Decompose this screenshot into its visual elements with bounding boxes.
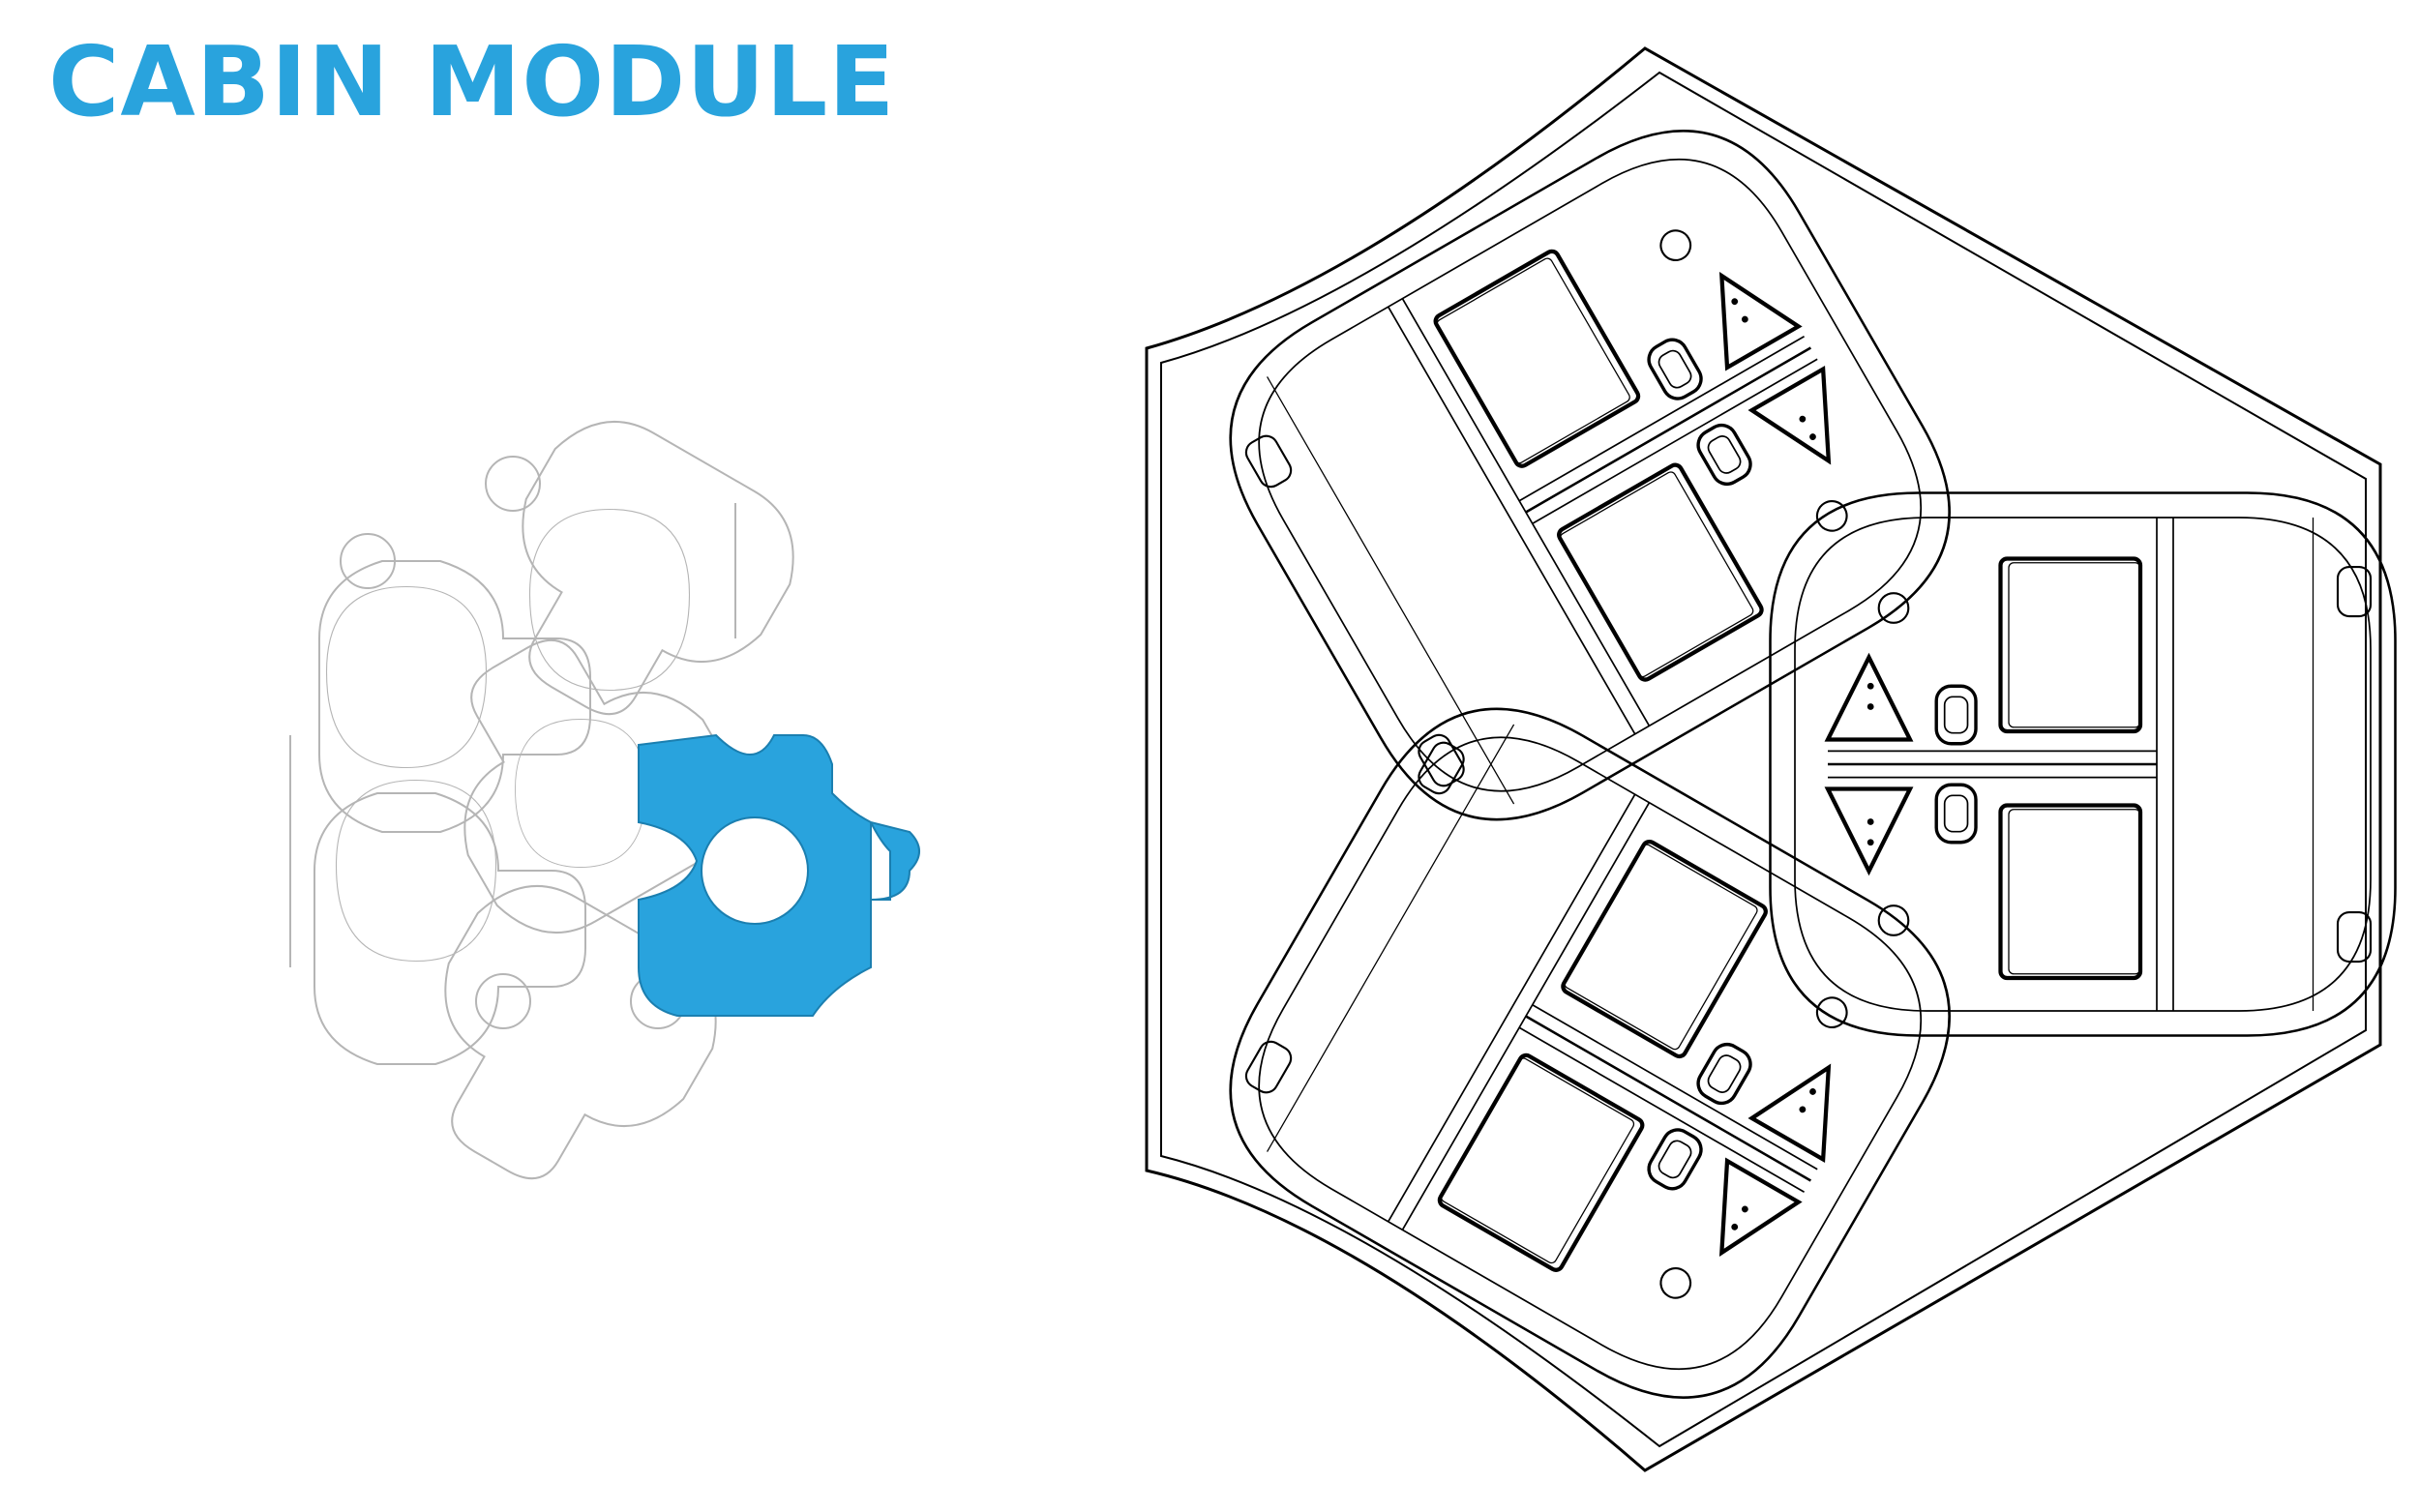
key-plan-ghost-ring xyxy=(325,585,488,769)
cabin-plan-inner-wall xyxy=(1160,71,2367,1448)
key-plan-ghost-module xyxy=(314,792,586,1065)
key-plan xyxy=(289,393,920,1230)
cabin-wing-top xyxy=(1183,84,1996,867)
key-plan-highlight-hole xyxy=(701,816,809,925)
key-plan-ghost-node xyxy=(485,456,541,512)
key-plan-ghost-ring xyxy=(528,508,691,692)
key-plan-ghost-node xyxy=(475,973,531,1029)
page-title: CABIN MODULE xyxy=(48,25,896,138)
key-plan-ghost-ring xyxy=(515,719,646,868)
key-plan-ghost-module xyxy=(318,560,591,833)
cabin-wing-bottom xyxy=(1183,662,1996,1444)
key-plan-ghost-ring xyxy=(335,779,497,963)
key-plan-ghost-node xyxy=(340,533,396,589)
key-plan-ghost-module xyxy=(450,393,822,766)
cabin-plan-outer-wall xyxy=(1145,46,2382,1472)
cabin-wing-right xyxy=(1771,493,2396,1036)
cabin-plan xyxy=(1145,46,2396,1472)
